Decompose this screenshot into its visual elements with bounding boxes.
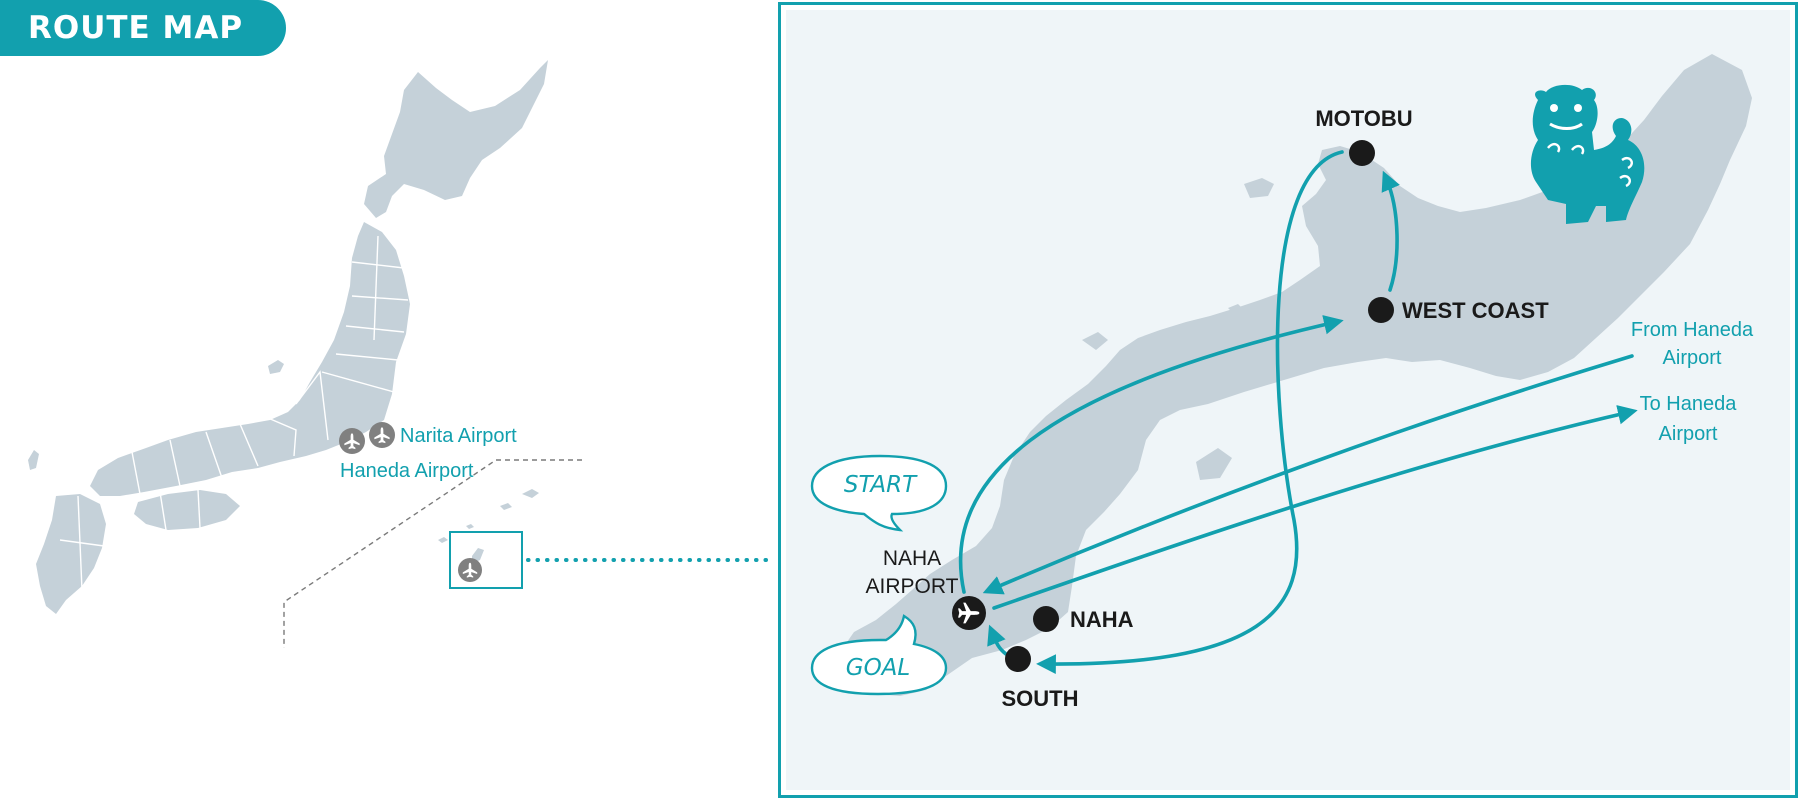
kerama-island [1082, 332, 1108, 350]
okinawa-detail-panel: MOTOBU WEST COAST NAHA SOUTH NAHA AIRPOR… [778, 2, 1798, 798]
okinawa-inset-box [449, 531, 523, 589]
route-airport-to-west-coast [958, 315, 1344, 594]
from-haneda-label-line2: Airport [1663, 347, 1722, 369]
to-haneda-label-line1: To Haneda [1640, 393, 1738, 415]
south-stop-marker [1005, 646, 1031, 672]
route-west-coast-to-motobu [1381, 170, 1400, 292]
naha-airport-label-line1: NAHA [883, 547, 941, 570]
ryukyu-islet-2 [500, 503, 512, 510]
route-to-haneda [992, 404, 1638, 610]
shisa-lion-icon [1530, 84, 1645, 225]
naha-airport-marker [952, 596, 986, 630]
narita-airport-label: Narita Airport [400, 425, 517, 447]
route-from-haneda [982, 354, 1634, 595]
motobu-stop-marker [1349, 140, 1375, 166]
kyushu-island [36, 494, 106, 614]
ryukyu-islet-3 [438, 537, 448, 543]
sesoko-island [1228, 304, 1244, 314]
motobu-label: MOTOBU [1315, 106, 1412, 131]
ryukyu-dashed-separator [283, 459, 582, 648]
west-coast-label: WEST COAST [1402, 298, 1549, 323]
goal-label: GOAL [846, 655, 910, 681]
haneda-airport-marker [339, 428, 365, 454]
japan-overview-map: Narita Airport Haneda Airport [28, 60, 772, 648]
hokkaido-island [364, 60, 548, 218]
west-coast-stop-marker [1368, 297, 1394, 323]
goal-bubble: GOAL [810, 614, 948, 696]
start-bubble: START [810, 454, 948, 532]
narita-airport-marker [369, 422, 395, 448]
honshu-island [90, 222, 410, 496]
ie-island [1244, 178, 1274, 198]
route-map-title: ROUTE MAP [0, 0, 286, 56]
ryukyu-islet-4 [466, 524, 474, 529]
haneda-airport-label: Haneda Airport [340, 460, 474, 482]
tsushima-island [28, 450, 39, 470]
ryukyu-islet-1 [522, 489, 539, 498]
route-south-to-airport [987, 624, 1008, 656]
okinawa-island [840, 54, 1752, 696]
from-haneda-label-line1: From Haneda [1631, 319, 1754, 341]
katsuren-peninsula [1196, 448, 1232, 480]
naha-airport-label-line2: AIRPORT [866, 575, 959, 598]
route-motobu-to-south [1036, 150, 1344, 675]
start-label: START [844, 472, 918, 498]
shikoku-island [134, 490, 240, 530]
naha-label: NAHA [1070, 607, 1134, 632]
sado-island [268, 360, 284, 374]
south-label: SOUTH [1002, 686, 1079, 711]
to-haneda-label-line2: Airport [1659, 423, 1718, 445]
naha-stop-marker [1033, 606, 1059, 632]
